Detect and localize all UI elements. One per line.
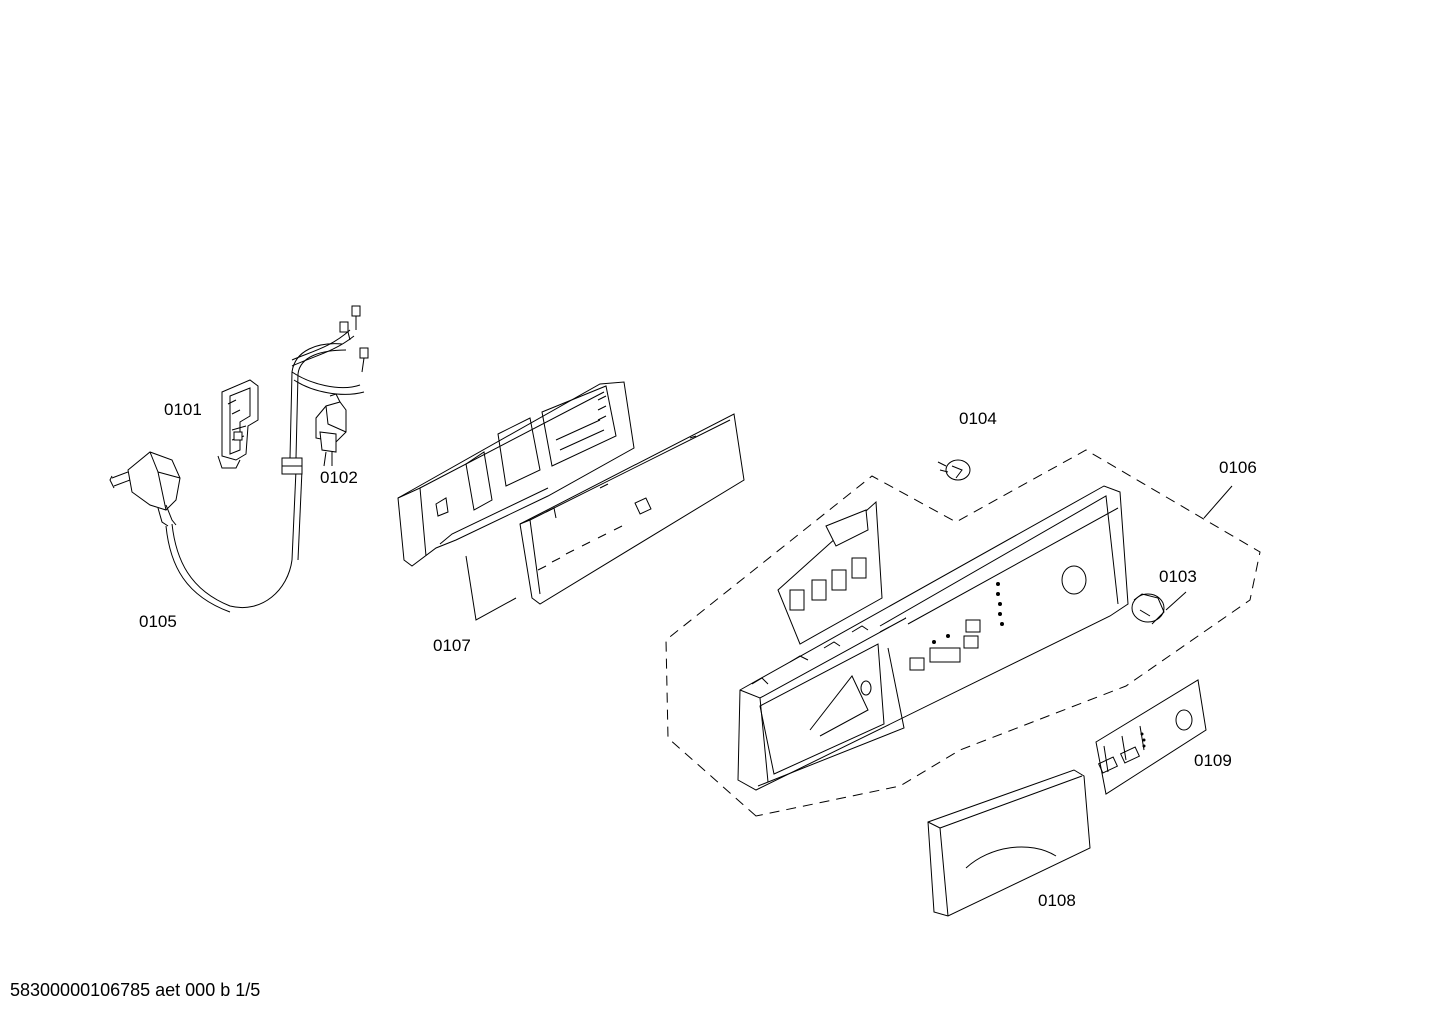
part-label-0107: 0107 [433, 636, 471, 655]
part-label-0109: 0109 [1194, 751, 1232, 770]
drawing-reference-footer: 58300000106785 aet 000 b 1/5 [10, 980, 261, 1000]
part-label-0106: 0106 [1219, 458, 1257, 477]
programme-knob-part [1132, 592, 1186, 624]
part-label-0108: 0108 [1038, 891, 1076, 910]
filter-connector-part [316, 394, 346, 466]
terminal-bracket-part [218, 380, 258, 468]
electronic-module-part [398, 382, 744, 620]
part-label-0102: 0102 [320, 468, 358, 487]
part-label-0104: 0104 [959, 409, 997, 428]
part-label-0105: 0105 [139, 612, 177, 631]
selector-knob-part [938, 460, 970, 480]
part-label-0103: 0103 [1159, 567, 1197, 586]
control-overlay-part [1096, 680, 1206, 794]
fascia-panel-part [666, 450, 1260, 816]
part-label-0101: 0101 [164, 400, 202, 419]
power-cord-part [110, 306, 368, 612]
drawer-handle-part [928, 770, 1090, 916]
